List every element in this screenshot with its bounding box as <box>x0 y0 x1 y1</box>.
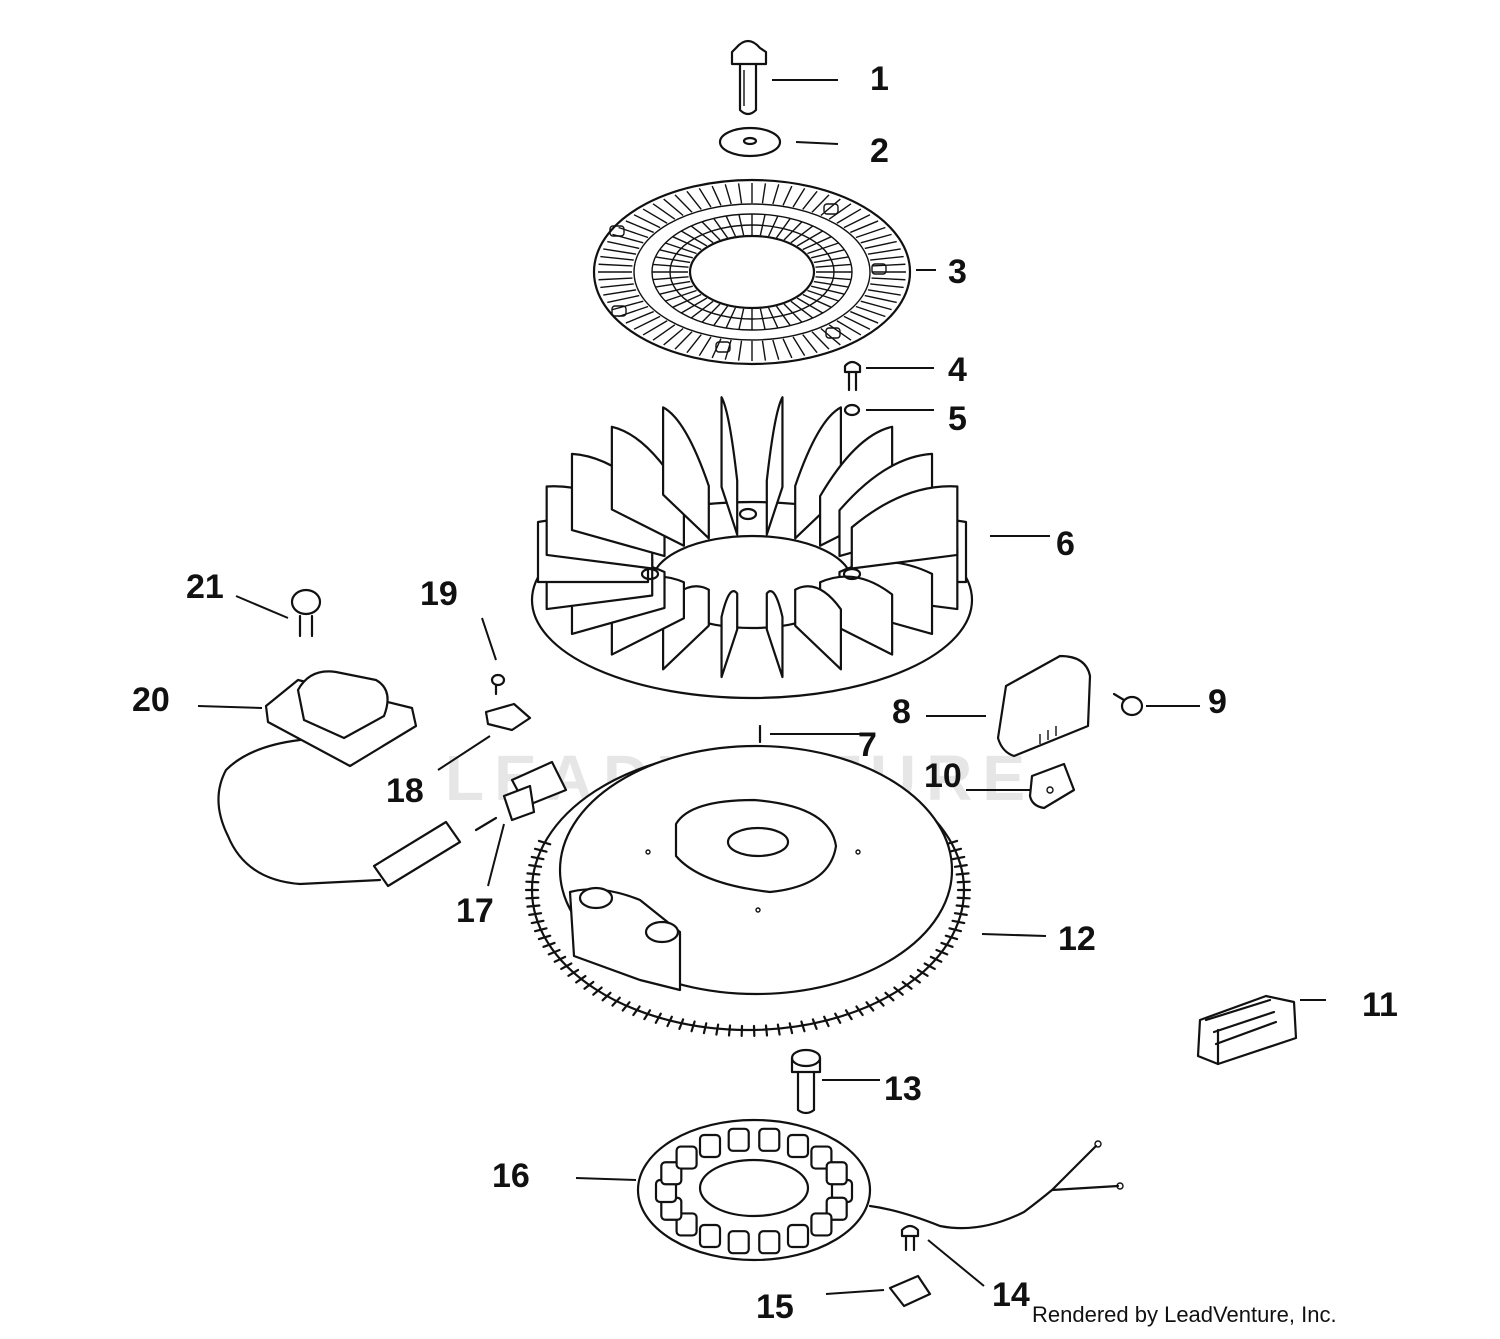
callout-16: 16 <box>492 1157 530 1195</box>
callout-3: 3 <box>948 253 967 291</box>
part-11-bracket[interactable] <box>1198 996 1296 1064</box>
part-19-screw[interactable] <box>492 675 504 694</box>
part-21-screw[interactable] <box>292 590 320 636</box>
part-13-bolt[interactable] <box>792 1050 820 1113</box>
callout-21: 21 <box>186 568 224 606</box>
callout-2: 2 <box>870 132 889 170</box>
part-3-screen[interactable] <box>594 180 910 364</box>
part-9-screw[interactable] <box>1114 694 1142 715</box>
callout-13: 13 <box>884 1070 922 1108</box>
callout-18: 18 <box>386 772 424 810</box>
part-5-washer[interactable] <box>845 405 859 415</box>
part-14-screw[interactable] <box>902 1226 918 1250</box>
callout-12: 12 <box>1058 920 1096 958</box>
callout-4: 4 <box>948 351 967 389</box>
callout-19: 19 <box>420 575 458 613</box>
credit-text: Rendered by LeadVenture, Inc. <box>1032 1302 1337 1327</box>
part-18-clip[interactable] <box>486 704 530 730</box>
part-1-bolt[interactable] <box>732 41 766 114</box>
part-10-clip[interactable] <box>1030 764 1074 808</box>
callout-6: 6 <box>1056 525 1075 563</box>
callout-9: 9 <box>1208 683 1227 721</box>
part-8-magnet[interactable] <box>998 656 1090 756</box>
callout-5: 5 <box>948 400 967 438</box>
callout-8: 8 <box>892 693 911 731</box>
callout-7: 7 <box>858 726 877 764</box>
part-15-clip[interactable] <box>890 1276 930 1306</box>
callout-14: 14 <box>992 1276 1030 1314</box>
part-6-fan[interactable] <box>532 397 972 698</box>
callout-15: 15 <box>756 1288 794 1326</box>
part-2-washer[interactable] <box>720 128 780 156</box>
callout-20: 20 <box>132 681 170 719</box>
callout-11: 11 <box>1362 986 1398 1024</box>
callout-10: 10 <box>924 757 962 795</box>
callout-17: 17 <box>456 892 494 930</box>
part-16-stator[interactable] <box>638 1120 1123 1260</box>
part-4-screw[interactable] <box>845 362 860 390</box>
callout-1: 1 <box>870 60 889 98</box>
